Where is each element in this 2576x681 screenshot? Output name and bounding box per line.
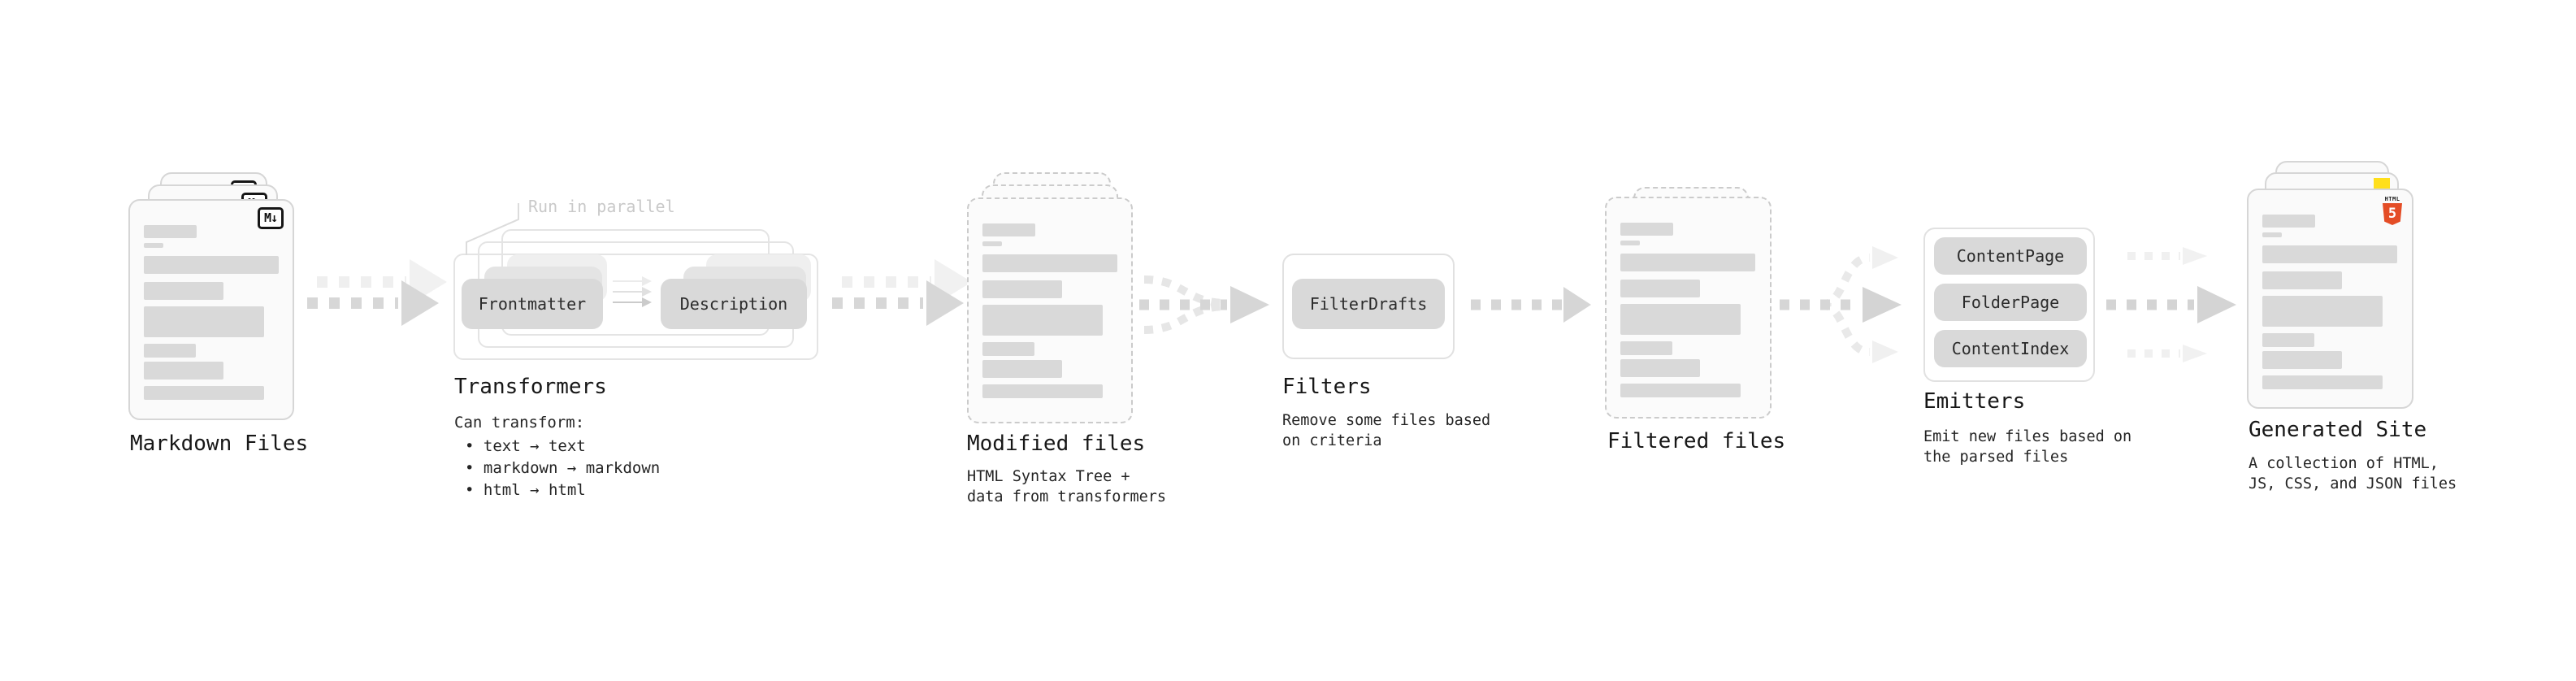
site-file-card-html: HTML 5 [2247, 189, 2413, 409]
transformer-frame-front [453, 254, 818, 360]
placeholder-bar [982, 384, 1103, 398]
transformers-lead-text: Can transform: [454, 414, 585, 432]
html5-logo-word: HTML [2384, 196, 2400, 202]
placeholder-bar [982, 223, 1035, 236]
stage-title-generated-site: Generated Site [2249, 418, 2427, 442]
placeholder-bar [982, 241, 1002, 246]
stage-title-modified-files: Modified files [967, 432, 1146, 456]
placeholder-bar [1620, 254, 1755, 271]
placeholder-bar [2262, 296, 2383, 327]
placeholder-bar [144, 386, 264, 400]
bullet-item: • text → text [465, 437, 586, 455]
placeholder-bar [1620, 304, 1741, 335]
html5-logo-icon: HTML 5 [2382, 196, 2403, 225]
markdown-icon: M↓ [257, 207, 284, 229]
placeholder-bar [1620, 384, 1741, 397]
stage-title-filters: Filters [1282, 375, 1372, 399]
filtered-file-card-front [1605, 197, 1772, 419]
transformer-pill-frontmatter: Frontmatter [462, 279, 603, 329]
flow-arrow-transformers-to-modified [832, 259, 972, 326]
placeholder-bar [2262, 215, 2315, 228]
placeholder-bar [2262, 245, 2397, 263]
transform-mini-arrows [613, 276, 652, 307]
bullet-item: • html → html [465, 481, 586, 499]
stage-title-emitters: Emitters [1923, 389, 2026, 414]
placeholder-bar [144, 362, 223, 380]
placeholder-bar [982, 342, 1034, 356]
html5-logo-shield: 5 [2383, 203, 2402, 225]
placeholder-bar [144, 344, 196, 358]
transformer-pill-description: Description [661, 279, 807, 329]
filter-pill-filterdrafts: FilterDrafts [1292, 279, 1445, 329]
placeholder-bar [2262, 232, 2282, 237]
placeholder-bar [1620, 341, 1672, 355]
run-in-parallel-note: Run in parallel [528, 197, 675, 216]
placeholder-bar [2262, 351, 2342, 369]
placeholder-bar [1620, 359, 1700, 377]
stage-title-markdown-files: Markdown Files [130, 432, 309, 456]
placeholder-bar [982, 360, 1062, 378]
placeholder-bar [144, 306, 264, 337]
placeholder-bar [1620, 280, 1700, 297]
flow-arrow-filters-to-filtered [1471, 287, 1591, 323]
placeholder-bar [2262, 271, 2342, 289]
emitter-pill-contentpage: ContentPage [1934, 237, 2087, 275]
note-leader-line [466, 203, 519, 255]
js-file-icon [2374, 178, 2390, 189]
flow-arrow-filtered-to-emitters [1780, 246, 1902, 363]
placeholder-bar [982, 280, 1062, 298]
bullet-item: • markdown → markdown [465, 459, 661, 477]
placeholder-bar [144, 225, 197, 238]
placeholder-bar [1620, 241, 1640, 245]
markdown-file-card-front: M↓ [128, 199, 294, 420]
modified-files-subtitle: HTML Syntax Tree + data from transformer… [967, 468, 1167, 505]
placeholder-bar [2262, 333, 2314, 347]
transformers-bullet-list: • text → text • markdown → markdown • ht… [454, 436, 660, 501]
flow-arrow-modified-to-filters [1139, 275, 1269, 334]
filters-subtitle: Remove some files based on criteria [1282, 412, 1491, 449]
modified-file-card-front [967, 197, 1133, 423]
placeholder-bar [2262, 375, 2383, 389]
stage-title-filtered-files: Filtered files [1607, 429, 1786, 453]
generated-site-subtitle: A collection of HTML, JS, CSS, and JSON … [2249, 455, 2457, 492]
emitter-pill-contentindex: ContentIndex [1934, 330, 2087, 367]
placeholder-bar [982, 305, 1103, 336]
emitters-subtitle: Emit new files based on the parsed files [1923, 428, 2132, 466]
emitter-pill-folderpage: FolderPage [1934, 284, 2087, 321]
stage-title-transformers: Transformers [454, 375, 607, 399]
flow-arrow-markdown-to-transformers [307, 259, 447, 326]
flow-arrow-emitters-to-site [2106, 247, 2236, 362]
placeholder-bar [144, 282, 223, 300]
placeholder-bar [144, 256, 279, 274]
placeholder-bar [982, 254, 1117, 272]
placeholder-bar [144, 243, 163, 248]
placeholder-bar [1620, 223, 1673, 236]
